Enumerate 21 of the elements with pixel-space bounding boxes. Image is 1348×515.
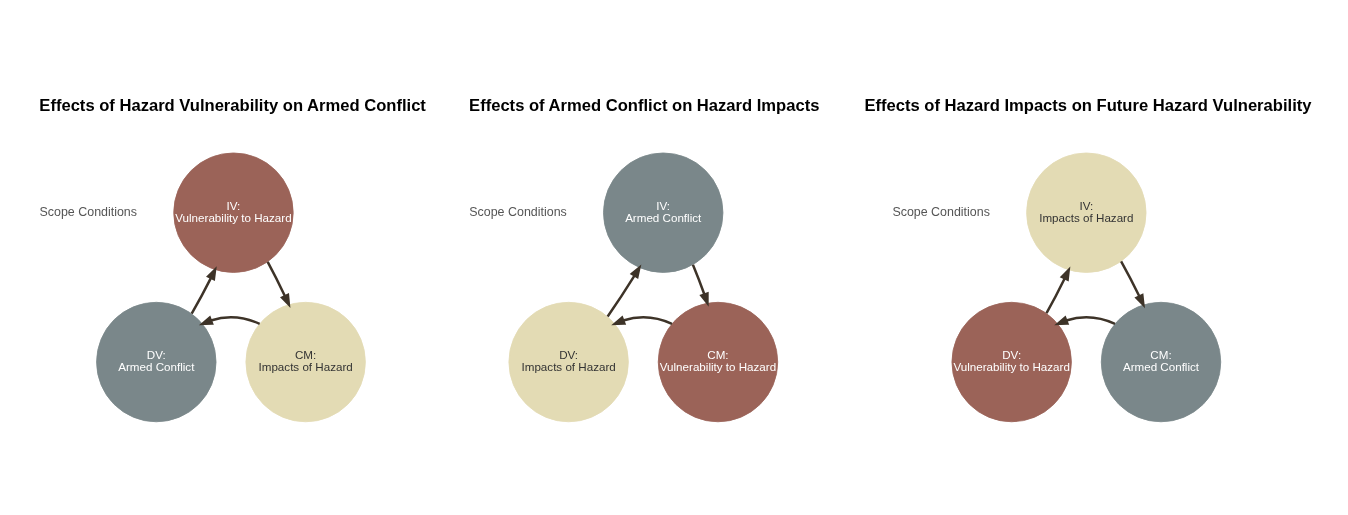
- label: Scope Conditions: [892, 204, 990, 219]
- arrow: [198, 315, 261, 326]
- label: Scope Conditions: [39, 204, 138, 219]
- arrow: [611, 315, 673, 326]
- node-circle: CM: Armed Conflict: [1100, 301, 1222, 423]
- arrow: [691, 264, 709, 307]
- arrow: [606, 264, 642, 318]
- label: Effects of Hazard Impacts on Future Hazard Vulnerability: [864, 96, 1312, 116]
- arrow: [1054, 315, 1116, 326]
- arrow: [266, 261, 291, 308]
- arrow: [1045, 266, 1071, 314]
- node-circle: CM: Vulnerability to Hazard: [657, 301, 779, 423]
- label: Effects of Armed Conflict on Hazard Impacts: [469, 96, 820, 116]
- node-circle: IV: Vulnerability to Hazard: [173, 152, 294, 273]
- arrow: [1120, 260, 1145, 309]
- label: Effects of Hazard Vulnerability on Armed Conflict: [39, 96, 426, 116]
- node-circle: IV: Armed Conflict: [603, 152, 724, 273]
- arrow: [190, 266, 217, 315]
- node-circle: IV: Impacts of Hazard: [1026, 152, 1147, 273]
- node-circle: CM: Impacts of Hazard: [245, 301, 366, 423]
- label: Scope Conditions: [469, 204, 567, 219]
